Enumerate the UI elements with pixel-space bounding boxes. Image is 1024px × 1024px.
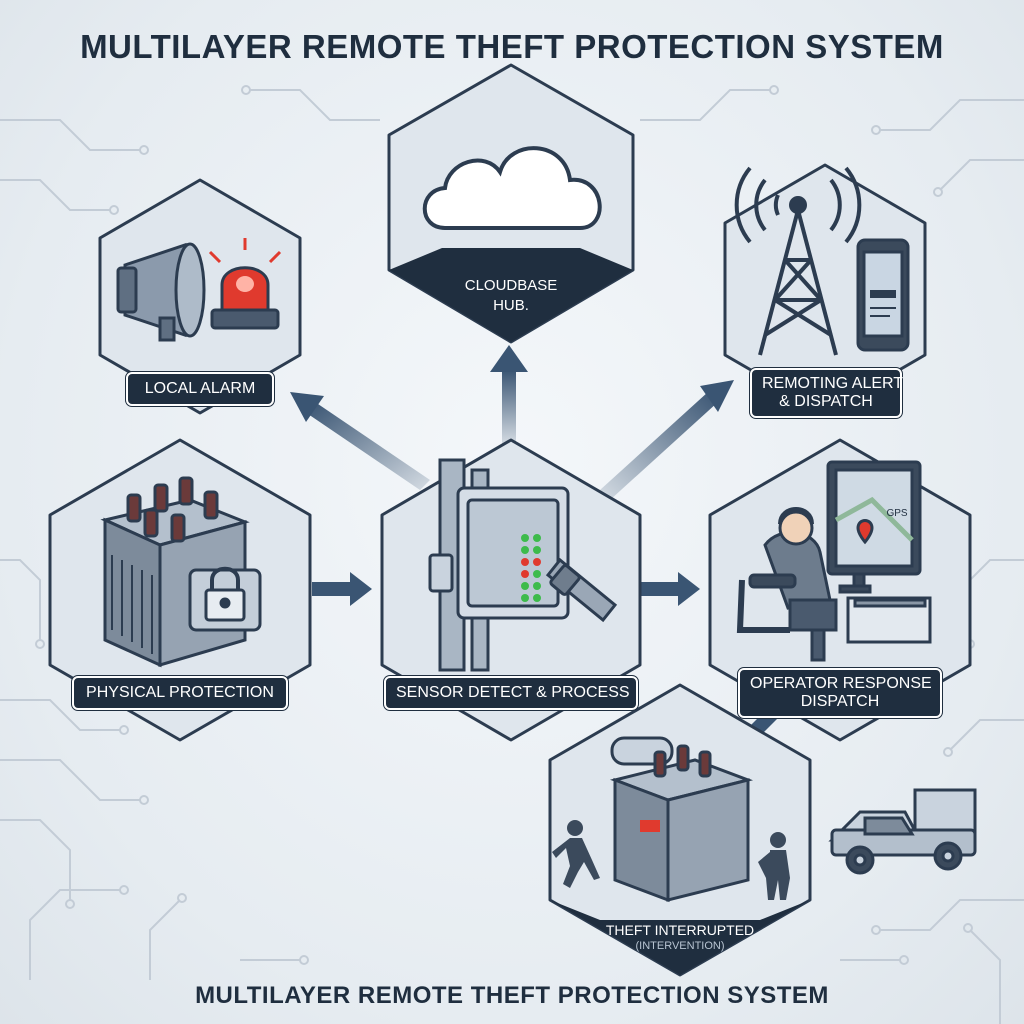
cloud-hub-label: CLOUDBASE HUB. (446, 276, 576, 316)
arrow-sensor-to-operator (640, 572, 700, 606)
arrow-to-cloud (490, 345, 528, 450)
arrow-to-remote-alert (600, 380, 734, 500)
arrow-to-local-alarm (290, 392, 430, 490)
smartphone-icon (856, 238, 910, 352)
sensor-label: SENSOR DETECT & PROCESS (384, 676, 638, 710)
sensor-box-icon (428, 458, 570, 672)
diagram-footer-title: MULTILAYER REMOTE THEFT PROTECTION SYSTE… (195, 982, 829, 1009)
operator-icon (736, 460, 932, 662)
arrow-physical-to-sensor (312, 572, 372, 606)
remote-alert-label-line2: & DISPATCH (779, 393, 873, 410)
connector-icon (545, 557, 618, 623)
radio-tower-icon (734, 166, 862, 356)
operator-label: OPERATOR RESPONSE DISPATCH (738, 668, 942, 718)
transformer-icon (609, 736, 754, 903)
intruder-icon (552, 820, 600, 888)
physical-protection-label: PHYSICAL PROTECTION (72, 676, 288, 710)
gps-screen-text: GPS (886, 508, 908, 519)
cloud-hub-label-line1: CLOUDBASE (464, 277, 558, 294)
operator-label-line1: OPERATOR RESPONSE (750, 675, 932, 692)
guard-icon (758, 832, 790, 900)
remote-alert-label-line1: REMOTING ALERT (762, 375, 904, 392)
megaphone-icon (116, 242, 206, 342)
theft-interrupted-sublabel: (INTERVENTION) (635, 940, 725, 952)
theft-interrupted-label: THEFT INTERRUPTED (INTERVENTION) (590, 922, 770, 954)
remote-alert-label: REMOTING ALERT & DISPATCH (750, 368, 904, 418)
theft-interrupted-title: THEFT INTERRUPTED (605, 922, 755, 938)
cloud-icon (422, 146, 602, 230)
pickup-truck-icon (828, 788, 977, 875)
diagram-title: MULTILAYER REMOTE THEFT PROTECTION SYSTE… (80, 28, 944, 65)
local-alarm-label: LOCAL ALARM (126, 372, 274, 406)
cloud-hub-label-line2: HUB. (493, 297, 529, 314)
padlock-icon (188, 566, 262, 632)
operator-label-line2: DISPATCH (800, 693, 880, 710)
siren-light-icon (208, 238, 282, 330)
